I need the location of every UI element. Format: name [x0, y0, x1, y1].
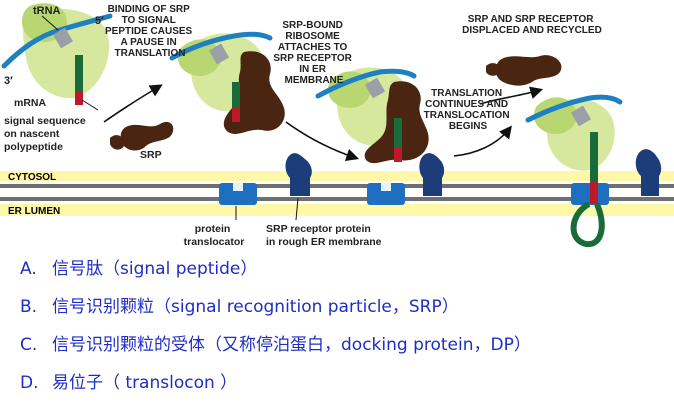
signal-leader — [81, 99, 99, 111]
membrane-upper-line — [0, 184, 674, 188]
ribosome-stage-2 — [169, 31, 285, 134]
srp-label: SRP — [140, 149, 162, 161]
signal-sequence-1 — [75, 91, 83, 105]
translocated-polypeptide — [570, 201, 605, 248]
ribosome-stage-1 — [1, 3, 113, 105]
option-letter: C. — [20, 335, 38, 355]
option-a: A. 信号肽（signal peptide） — [20, 254, 674, 292]
srp-receptor-label: SRP receptor protein in rough ER membran… — [266, 223, 382, 248]
srp-targeting-diagram: CYTOSOL ER LUMEN — [0, 3, 674, 248]
er-lumen-label: ER LUMEN — [8, 206, 60, 217]
binding-caption: BINDING OF SRP TO SIGNAL PEPTIDE CAUSES … — [105, 4, 195, 59]
signal-sequence-label: signal sequence on nascent polypeptide — [4, 115, 89, 153]
option-text: 信号识别颗粒（signal recognition particle，SRP） — [52, 297, 459, 317]
arrow-2 — [285, 121, 360, 162]
receptor-leader — [295, 197, 299, 221]
arrow-4 — [479, 86, 544, 105]
option-b: B. 信号识别颗粒（signal recognition particle，SRP… — [20, 292, 674, 330]
nascent-polypeptide-1 — [75, 55, 83, 91]
option-text: 易位子（ translocon ） — [52, 373, 238, 393]
cytosol-label: CYTOSOL — [8, 172, 56, 183]
ribosome-stage-3 — [315, 67, 429, 164]
ribosome-stage-5 — [525, 94, 623, 248]
three-prime-label: 3′ — [4, 75, 13, 87]
mrna-strand-2 — [169, 31, 273, 61]
er-membrane: CYTOSOL ER LUMEN — [0, 171, 674, 217]
option-letter: B. — [20, 297, 38, 317]
free-srp — [110, 121, 174, 151]
srp-receptor-1 — [285, 153, 312, 196]
option-text: 信号肽（signal peptide） — [52, 259, 258, 279]
five-prime-label: 5′ — [95, 15, 104, 27]
trna-label: tRNA — [33, 5, 61, 17]
option-text: 信号识别颗粒的受体（又称停泊蛋白，docking protein，DP） — [52, 335, 531, 355]
arrow-1 — [103, 84, 163, 123]
protein-translocator-1 — [219, 183, 257, 205]
membrane-lower-line — [0, 197, 674, 201]
trna-leader — [41, 15, 59, 31]
srp-receptor-3 — [635, 149, 662, 196]
option-c: C. 信号识别颗粒的受体（又称停泊蛋白，docking protein，DP） — [20, 330, 674, 368]
cytosol-band — [0, 171, 674, 181]
displaced-caption: SRP AND SRP RECEPTOR DISPLACED AND RECYC… — [462, 14, 602, 36]
arrow-3 — [453, 125, 512, 157]
displaced-srp — [486, 55, 562, 86]
protein-translocator-2 — [367, 183, 405, 205]
srp-bound-caption: SRP-BOUND RIBOSOME ATTACHES TO SRP RECEP… — [273, 20, 354, 86]
er-lumen-band — [0, 204, 674, 216]
option-letter: D. — [20, 373, 39, 393]
translation-continues-caption: TRANSLATION CONTINUES AND TRANSLOCATION … — [424, 88, 513, 132]
answer-options: A. 信号肽（signal peptide） B. 信号识别颗粒（signal re… — [20, 254, 674, 406]
mrna-strand-1 — [1, 13, 113, 69]
protein-translocator-label: protein translocator — [184, 223, 245, 248]
mrna-label: mRNA — [14, 97, 47, 109]
trna-icon — [52, 27, 74, 49]
option-letter: A. — [20, 259, 37, 279]
srp-receptor-2 — [419, 153, 445, 196]
option-d: D. 易位子（ translocon ） — [20, 368, 674, 406]
